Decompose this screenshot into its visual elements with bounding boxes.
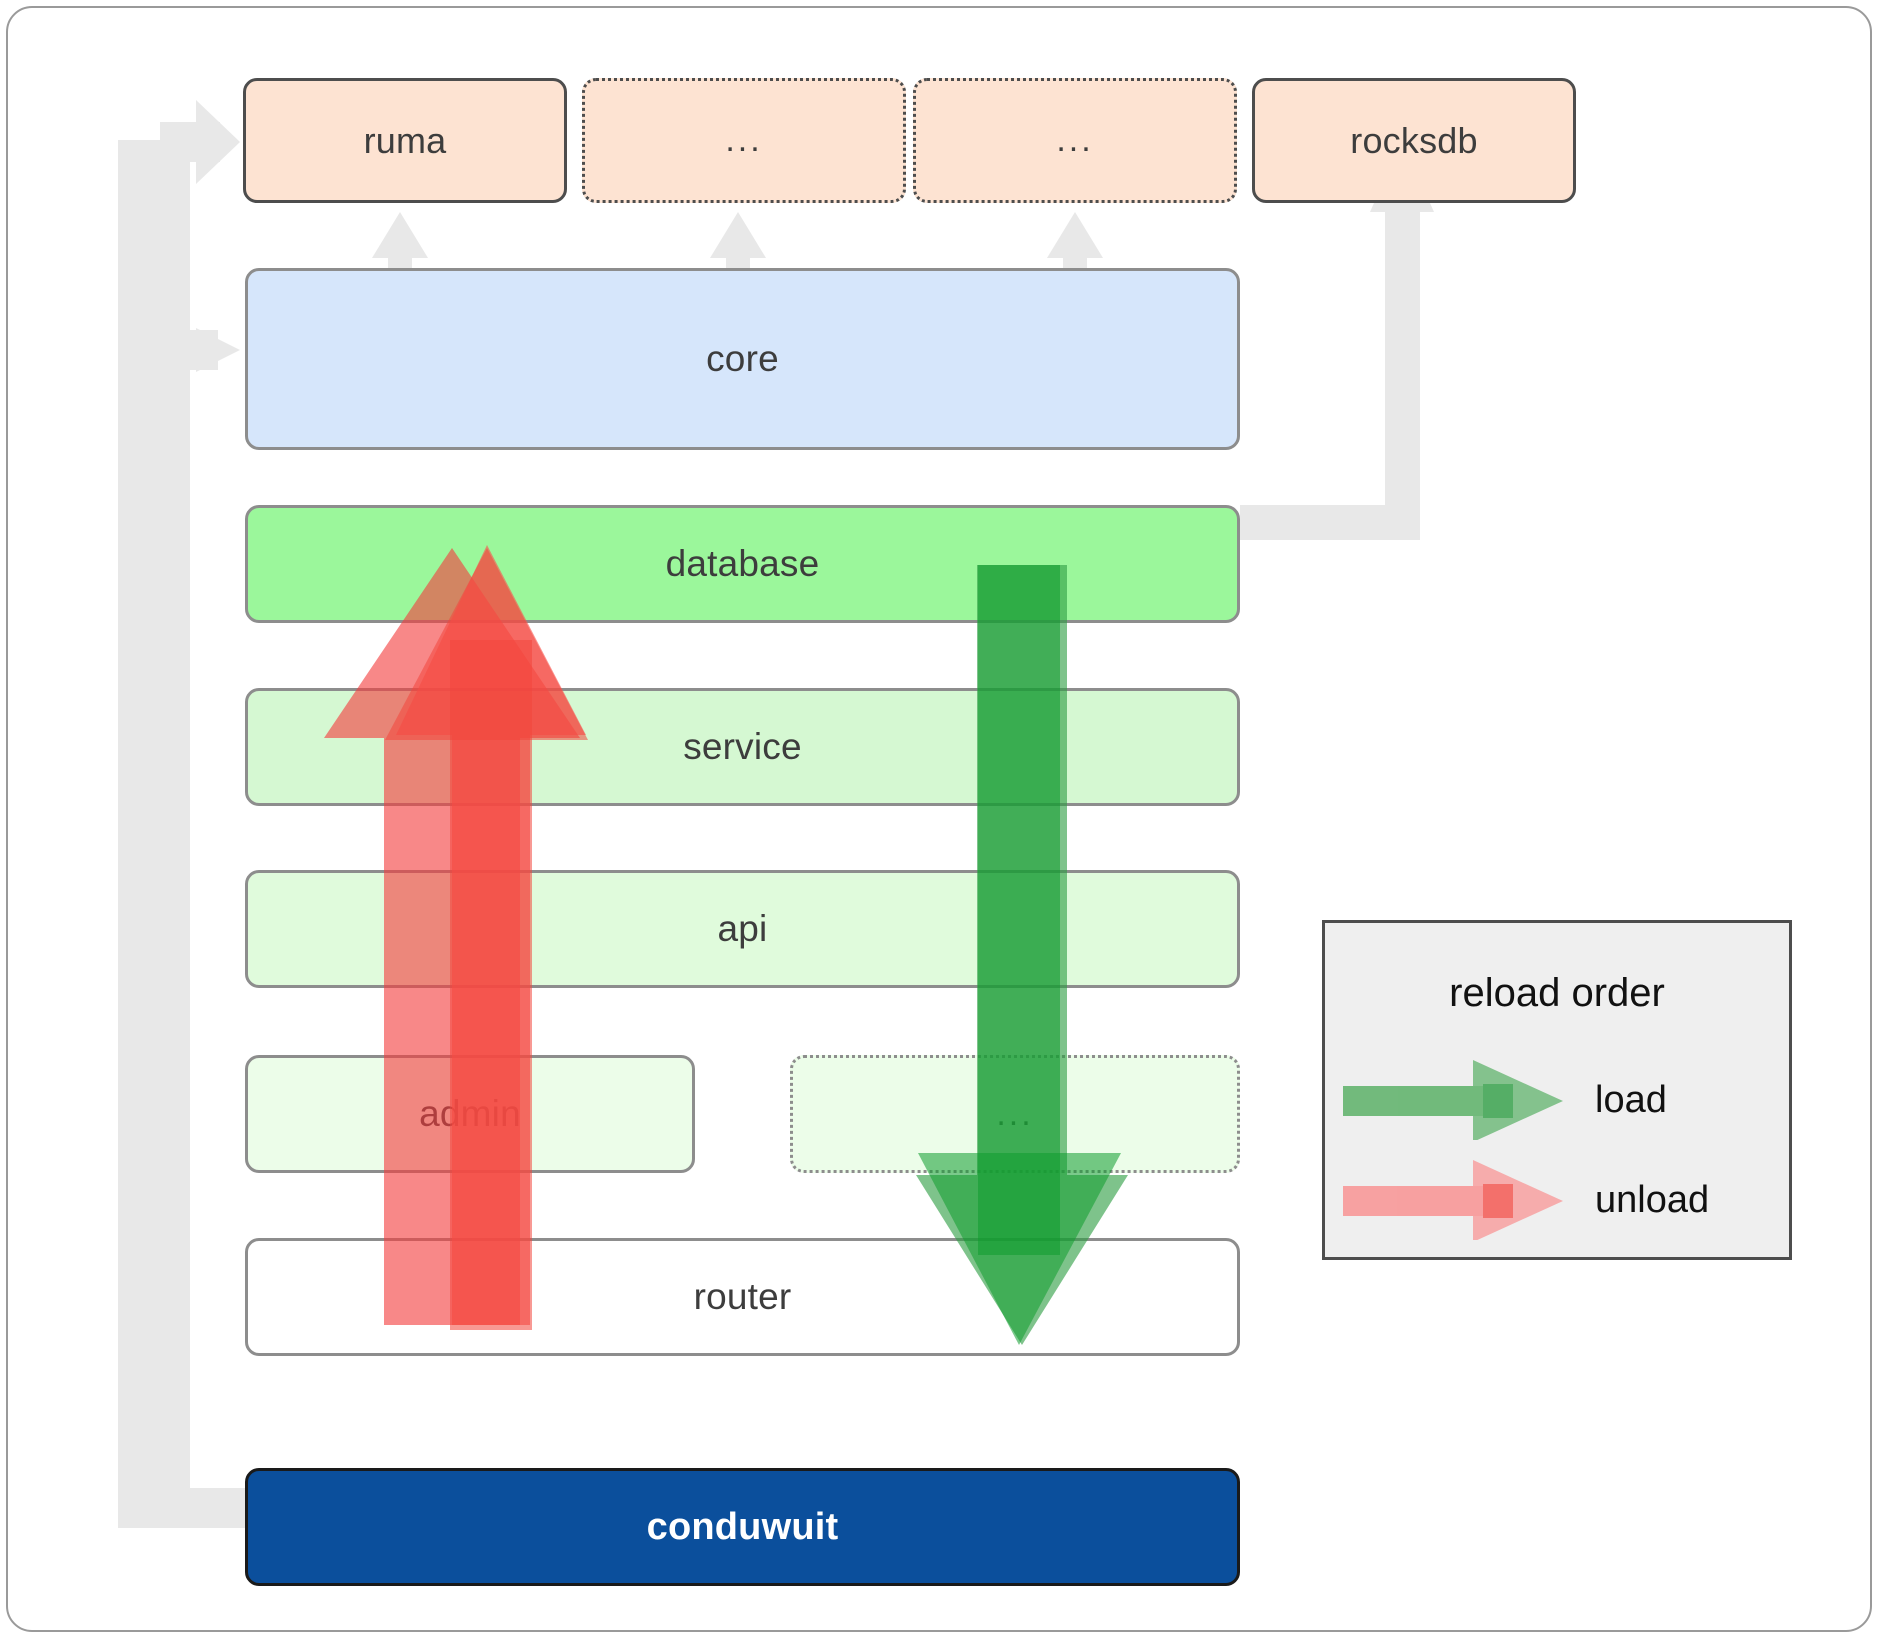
legend-label-unload: unload: [1595, 1178, 1710, 1221]
legend-title: reload order: [1449, 971, 1665, 1015]
legend-row-load: load: [1325, 1055, 1789, 1145]
dependency-label-placeholder-2: ...: [1056, 121, 1094, 159]
dependency-label-ruma: ruma: [363, 119, 447, 161]
app-label-conduwuit: conduwuit: [646, 1505, 839, 1548]
diagram-frame: [6, 6, 1872, 1632]
layer-label-more: ...: [996, 1094, 1034, 1133]
layer-label-service: service: [683, 726, 802, 767]
layer-label-router: router: [693, 1276, 792, 1317]
layer-label-core: core: [706, 338, 779, 379]
layer-node-service[interactable]: service: [245, 688, 1240, 806]
layer-node-more[interactable]: ...: [790, 1055, 1240, 1173]
load-legend-arrow-icon: [1343, 1060, 1563, 1140]
legend-row-unload: unload: [1325, 1155, 1789, 1245]
dependency-node-placeholder-1[interactable]: ...: [582, 78, 906, 203]
legend-label-load: load: [1595, 1078, 1667, 1121]
layer-node-admin[interactable]: admin: [245, 1055, 695, 1173]
dependency-node-ruma[interactable]: ruma: [243, 78, 567, 203]
layer-label-database: database: [665, 543, 820, 584]
layer-node-database[interactable]: database: [245, 505, 1240, 623]
unload-legend-arrow-icon: [1343, 1160, 1563, 1240]
layer-node-router[interactable]: router: [245, 1238, 1240, 1356]
legend-panel: reload order load unload: [1322, 920, 1792, 1260]
layer-label-api: api: [717, 908, 768, 949]
dependency-label-placeholder-1: ...: [725, 121, 763, 159]
layer-node-core[interactable]: core: [245, 268, 1240, 450]
layer-node-api[interactable]: api: [245, 870, 1240, 988]
dependency-node-rocksdb[interactable]: rocksdb: [1252, 78, 1576, 203]
dependency-label-rocksdb: rocksdb: [1350, 119, 1478, 161]
app-node-conduwuit[interactable]: conduwuit: [245, 1468, 1240, 1586]
layer-label-admin: admin: [419, 1093, 521, 1134]
dependency-node-placeholder-2[interactable]: ...: [913, 78, 1237, 203]
